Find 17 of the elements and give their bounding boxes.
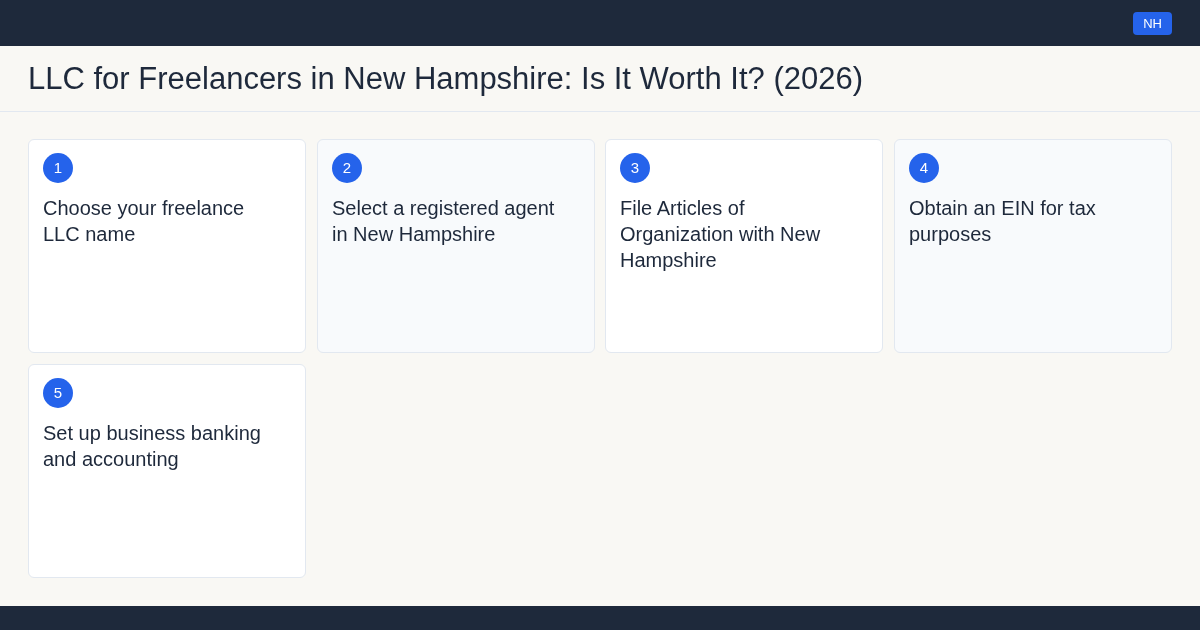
step-card <box>28 139 306 353</box>
step-card <box>605 139 883 353</box>
step-card <box>894 139 1172 353</box>
page-title: LLC for Freelancers in New Hampshire: Is It Worth It? (2026) <box>28 61 864 97</box>
state-badge: NH <box>1133 12 1172 35</box>
step-number: 1 <box>43 153 73 183</box>
step-text: File Articles of Organization with New Hampshire <box>620 196 822 273</box>
step-number: 5 <box>43 378 73 408</box>
step-text: Select a registered agent in New Hampshire <box>332 196 556 247</box>
step-card <box>317 139 595 353</box>
step-number: 4 <box>909 153 939 183</box>
step-number: 2 <box>332 153 362 183</box>
step-text: Set up business banking and accounting <box>43 421 262 472</box>
step-number: 3 <box>620 153 650 183</box>
step-text: Obtain an EIN for tax purposes <box>909 196 1097 247</box>
step-text: Choose your freelance LLC name <box>43 196 246 247</box>
step-card <box>28 364 306 578</box>
